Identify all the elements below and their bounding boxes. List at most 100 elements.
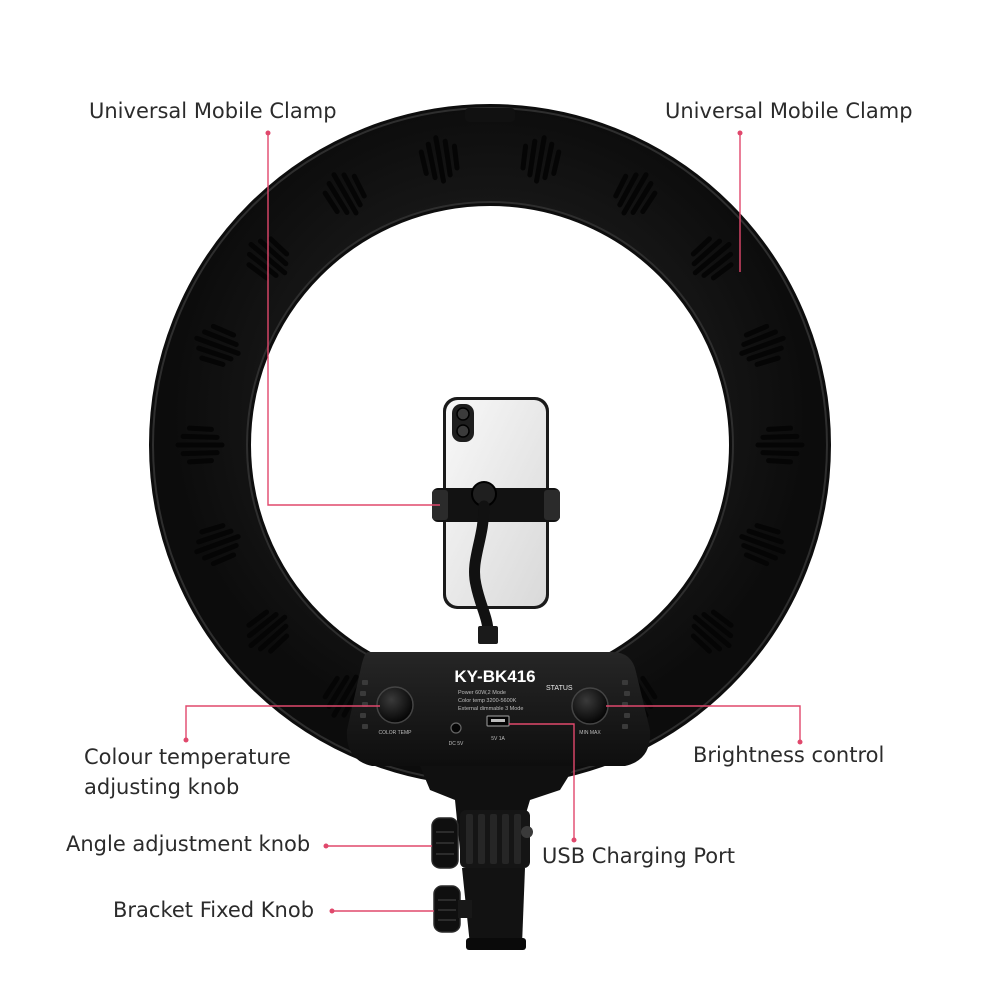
vent-slot [194, 534, 241, 555]
vent-slot [701, 612, 734, 639]
vent-slot [180, 433, 220, 440]
vent-slot [246, 251, 279, 278]
vent-slot [186, 425, 214, 432]
leader-brightness [606, 705, 801, 742]
vent-slot [692, 614, 732, 649]
panel-spec-line-3: External dimmable 3 Mode [458, 706, 523, 712]
leader-dot [571, 837, 577, 843]
leader-dot [329, 908, 335, 914]
vent-slot [322, 190, 340, 215]
indicator-led [360, 713, 366, 718]
vent-slot [617, 172, 639, 208]
vent-slot [520, 143, 529, 171]
panel-spec-line-2: Color temp 3200-5600K [458, 698, 517, 704]
vent-slot [701, 251, 734, 278]
leader-dot [797, 739, 803, 745]
vent-slot [754, 523, 781, 535]
vent-slot [341, 172, 363, 208]
usb-port-label: 5V 1A [491, 736, 505, 742]
leader-dot [183, 737, 189, 743]
camera-lens-icon [456, 407, 470, 421]
vent-slot [640, 675, 658, 700]
vent-slot [754, 355, 781, 367]
vent-slot [257, 623, 289, 652]
leader-colour-temp [185, 705, 380, 740]
vent-slot [739, 335, 786, 356]
hinge-rib [490, 814, 497, 864]
ring-top-tab [465, 108, 515, 122]
callout-universal-mobile-clamp-right: Universal Mobile Clamp [665, 99, 913, 123]
brightness-knob[interactable] [571, 687, 609, 725]
vent-slot [331, 674, 359, 718]
callout-universal-mobile-clamp-left: Universal Mobile Clamp [89, 99, 337, 123]
vent-slot [760, 433, 800, 440]
model-name: KY-BK416 [454, 667, 535, 686]
vent-slot [199, 523, 226, 535]
callout-leaders [183, 130, 803, 914]
hinge-rib [478, 814, 485, 864]
vent-slot [246, 262, 270, 281]
vent-slot [746, 528, 784, 545]
indicator-led [362, 680, 368, 685]
indicator-led [622, 724, 628, 729]
leader-dot [265, 130, 271, 136]
leader-dot [323, 843, 329, 849]
callout-bracket-fixed-knob: Bracket Fixed Knob [113, 898, 315, 922]
vent-slot [246, 612, 279, 639]
callout-colour-temperature-line-2: adjusting knob [84, 775, 240, 799]
vent-slot [194, 335, 241, 356]
vent-slot [613, 173, 629, 199]
indicator-led [360, 691, 366, 696]
callout-angle-adjustment-knob: Angle adjustment knob [66, 832, 311, 856]
phone-clamp [432, 481, 560, 644]
vent-slot [710, 609, 734, 628]
vent-slot [551, 149, 562, 176]
vent-slot [257, 238, 289, 267]
vent-slot [691, 623, 723, 652]
vent-slot [710, 262, 734, 281]
dc-power-jack-icon [450, 722, 462, 734]
gooseneck-mount [478, 626, 498, 644]
vent-slot [741, 543, 778, 561]
hinge-rib [502, 814, 509, 864]
vent-slot [739, 534, 786, 555]
vent-slot [433, 135, 446, 184]
angle-adjustment-knob[interactable] [431, 817, 459, 869]
indicator-led [362, 724, 368, 729]
leader-usb-port [509, 723, 575, 840]
panel-spec-line-1: Power 60W,2 Mode [458, 690, 506, 696]
vent-slot [202, 543, 239, 561]
vent-slot [442, 138, 453, 178]
vent-slot [210, 552, 237, 567]
vent-slot [248, 614, 288, 649]
vent-slot [210, 323, 237, 338]
status-label: STATUS [546, 685, 573, 692]
vent-slot [180, 450, 220, 457]
bracket-fixed-knob[interactable] [433, 885, 472, 933]
vent-slot [196, 528, 234, 545]
vent-slot [630, 181, 654, 215]
indicator-led [624, 713, 630, 718]
vent-slot [418, 149, 429, 176]
leader-dot [737, 130, 743, 136]
vent-slot [766, 425, 794, 432]
vent-slot [690, 633, 712, 654]
indicator-led [624, 691, 630, 696]
vent-slot [690, 236, 712, 257]
vent-slot [743, 323, 770, 338]
dc-jack-label: DC 5V [449, 741, 464, 747]
vent-slot [743, 552, 770, 567]
usb-port-tongue [491, 719, 505, 722]
control-panel: KY-BK416 Power 60W,2 Mode Color temp 320… [346, 652, 651, 766]
vent-slot [196, 345, 234, 362]
indicator-led [622, 680, 628, 685]
vent-slot [760, 450, 800, 457]
vent-slot [268, 633, 290, 654]
gooseneck-arm [469, 500, 494, 638]
vent-slot [746, 345, 784, 362]
mount-bracket [420, 766, 575, 950]
colour-temperature-knob[interactable] [376, 686, 414, 724]
vent-slot [692, 241, 732, 276]
